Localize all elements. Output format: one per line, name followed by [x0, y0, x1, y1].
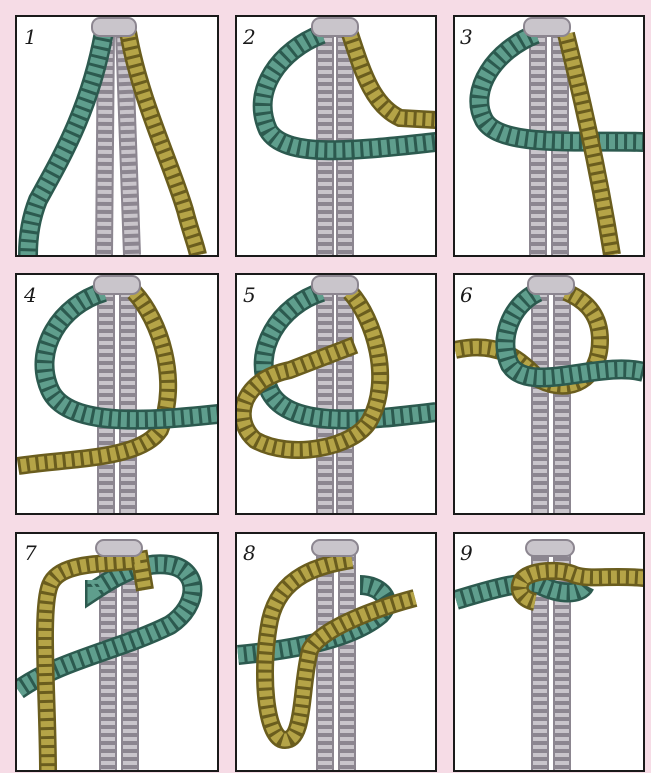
step-number: 6: [460, 283, 473, 307]
step-number: 1: [24, 25, 37, 49]
step-number: 8: [243, 541, 256, 565]
step-number: 3: [460, 25, 473, 49]
top-wrap: [92, 18, 136, 36]
step-number: 4: [23, 283, 37, 307]
step-panel-2: 2: [236, 16, 436, 256]
step-panel-8: 8: [236, 533, 436, 772]
step-number: 2: [242, 25, 256, 49]
step-panel-5: 5: [236, 274, 436, 514]
step-number: 7: [24, 541, 37, 565]
step-panel-6: 6: [454, 274, 644, 514]
step-number: 5: [243, 283, 256, 307]
step-panel-3: 3: [454, 16, 644, 256]
step-panel-9: 9: [454, 533, 644, 772]
step-number: 9: [460, 541, 473, 565]
step-panel-4: 4: [16, 274, 218, 514]
step-panel-7: 7: [16, 533, 218, 772]
step-panel-1: 1: [16, 16, 218, 256]
